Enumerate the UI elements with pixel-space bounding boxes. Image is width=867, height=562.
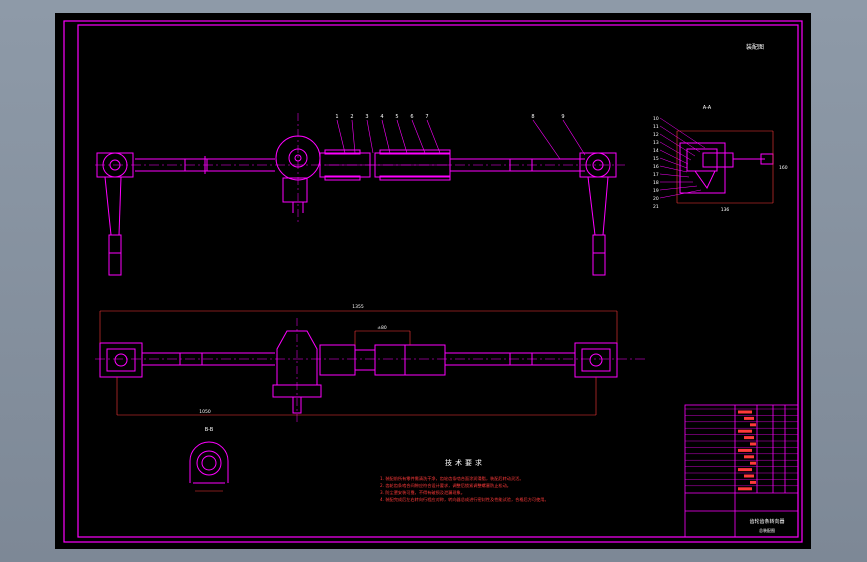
outer-border	[63, 20, 803, 543]
balloon: 4	[380, 114, 383, 120]
title-block-entry	[750, 442, 756, 446]
balloon: 15	[653, 156, 659, 162]
tech-note: 1. 装配前所有零件需清洗干净，齿轮齿条啮合面涂润滑脂，装配后转动灵活。	[380, 475, 524, 482]
title-block-entry	[750, 461, 756, 465]
balloon: 3	[365, 114, 368, 120]
balloon: 7	[425, 114, 428, 120]
title-block-entry	[738, 468, 752, 472]
balloon: 18	[653, 180, 659, 186]
balloon: 10	[653, 116, 659, 122]
title-block-rows	[685, 408, 798, 491]
corner-label: 装配图	[746, 43, 764, 51]
tech-notes: 1. 装配前所有零件需清洗干净，齿轮齿条啮合面涂润滑脂，装配后转动灵活。 2. …	[380, 475, 549, 503]
tech-title: 技术要求	[445, 458, 485, 467]
front-view	[95, 318, 645, 423]
section-dims	[676, 130, 774, 204]
inner-border	[77, 24, 799, 538]
balloon: 13	[653, 140, 659, 146]
balloon: 19	[653, 188, 659, 194]
dim-rack-travel: ±80	[377, 325, 387, 331]
balloon: 2	[350, 114, 353, 120]
top-view	[95, 113, 625, 276]
dim-pinion-width: 136	[721, 207, 730, 213]
balloon: 1	[335, 114, 338, 120]
balloon: 5	[395, 114, 398, 120]
dim-pinion-height: 160	[779, 165, 788, 171]
title-block-entry	[738, 487, 752, 491]
tech-note: 2. 齿轮齿条啮合间隙应符合设计要求，调整后锁紧调整螺塞防止松动。	[380, 482, 511, 489]
title-block	[684, 404, 799, 538]
balloons-detail: 10 11 12 13 14 15 16 17 18 19 20 21	[653, 116, 659, 210]
balloon: 11	[653, 124, 659, 130]
dim-center-span: 1050	[199, 409, 211, 415]
dim-overall-length: 1355	[352, 304, 364, 310]
balloon: 12	[653, 132, 659, 138]
title-main: 齿轮齿条转向器	[749, 518, 784, 525]
tech-note: 3. 防尘罩安装可靠，不得有破损及泄漏现象。	[380, 489, 465, 496]
balloons-main: 1 2 3 4 5 6 7 8 9	[335, 114, 564, 120]
balloon: 6	[410, 114, 413, 120]
front-dims	[99, 310, 618, 416]
title-block-entry	[738, 410, 752, 414]
title-block-entry	[738, 429, 752, 433]
section-label-a: A-A	[703, 105, 712, 111]
balloon: 9	[561, 114, 564, 120]
title-block-entry	[744, 436, 754, 440]
balloon: 21	[653, 204, 659, 210]
balloon: 8	[531, 114, 534, 120]
section-label-b: B-B	[205, 427, 214, 433]
section-detail	[659, 117, 774, 199]
tech-note: 4. 装配完成后左右转向行程应对称，转向器总成进行密封性及性能试验，合格后方可使…	[380, 496, 549, 503]
title-block-entry	[744, 474, 754, 478]
balloon: 17	[653, 172, 659, 178]
drawing-viewport[interactable]: 装配图	[55, 13, 811, 549]
balloon: 16	[653, 164, 659, 170]
title-block-entry	[738, 448, 752, 452]
title-sub: 总装配图	[759, 527, 775, 533]
title-block-entry	[744, 416, 754, 420]
drawing-sheet: 装配图	[63, 20, 803, 543]
balloon: 14	[653, 148, 659, 154]
title-block-entry	[750, 480, 756, 484]
title-block-entry	[744, 455, 754, 459]
title-block-entry	[750, 423, 756, 427]
balloon: 20	[653, 196, 659, 202]
section-small	[189, 441, 229, 492]
